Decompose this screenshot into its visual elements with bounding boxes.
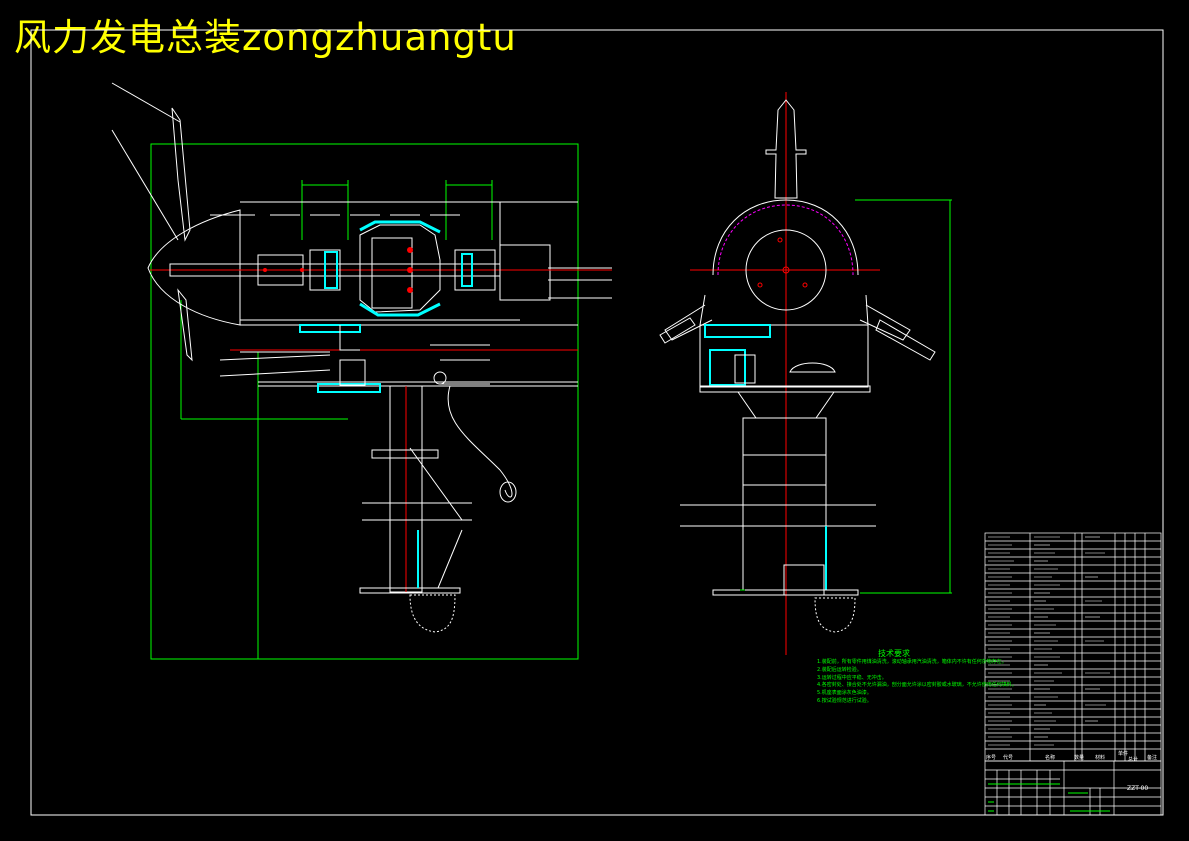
title-block: [984, 760, 1162, 816]
technical-notes: 1.装配前，所有零件用煤油清洗，滚动轴承用汽油清洗，箱体内不许有任何杂物存在。 …: [817, 659, 1017, 706]
front-view: [659, 92, 952, 655]
technical-note: 4.各密封处、接合处不允许漏油，剖分面允许涂以密封胶或水玻璃，不允许使用任何填料…: [817, 682, 1017, 689]
parts-header-cell: 单件: [1118, 751, 1129, 757]
parts-header-cell: 材料: [1095, 755, 1106, 761]
technical-note: 6.按试验规范进行试验。: [817, 697, 872, 704]
gearbox: [359, 224, 441, 313]
parts-list-table: [984, 532, 1162, 762]
front-blade: [765, 99, 807, 199]
parts-header-cell: 总计: [1128, 757, 1139, 763]
parts-header-cell: 名称: [1045, 755, 1056, 761]
drawing-border: [30, 29, 1164, 816]
technical-note: 5.机座表面涂灰色油漆。: [817, 690, 872, 697]
parts-header-cell: 数量: [1074, 755, 1085, 761]
technical-notes-heading: 技术要求: [878, 649, 910, 658]
rotor-blade: [171, 107, 191, 242]
drawing-title: 风力发电总装zongzhuangtu: [14, 16, 517, 59]
technical-note: 2.装配后运转检验。: [817, 666, 862, 673]
drawing-code: ZZT-00: [1127, 785, 1149, 792]
parts-header-cell: 代号: [1003, 755, 1014, 761]
side-view-dimension-frame: [150, 143, 579, 660]
nose-cone: [147, 209, 241, 326]
technical-note: 1.装配前，所有零件用煤油清洗，滚动轴承用汽油清洗，箱体内不许有任何杂物存在。: [817, 659, 1007, 665]
parts-header-cell: 备注: [1147, 755, 1158, 761]
parts-header-cell: 序号: [986, 755, 997, 761]
hub-dome: [712, 199, 859, 276]
side-view: [111, 82, 612, 660]
tower-right: [742, 417, 827, 591]
technical-note: 3.运转过程中应平稳、无冲击。: [817, 674, 887, 681]
